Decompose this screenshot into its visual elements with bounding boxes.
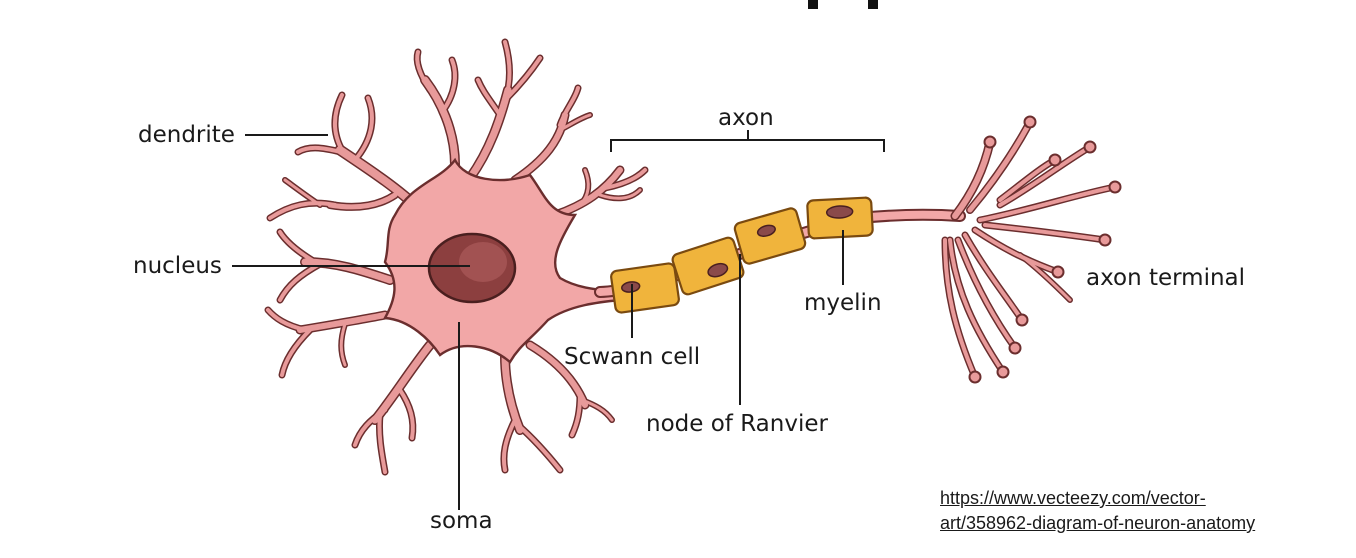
branch-fill [398,388,415,440]
branch-fill [963,233,1024,322]
axon-terminal-bulb [1051,265,1065,279]
branch-fill [998,158,1057,202]
branch-fill [552,167,623,218]
labels: dendrite nucleus soma axon Scwann cell n… [133,105,1245,534]
branch-fill [967,119,1033,213]
source-link[interactable]: https://www.vecteezy.com/vector- art/358… [940,486,1340,536]
branch-fill [578,168,590,207]
axon-terminal-bulb [983,135,997,149]
branch-fill [512,112,568,183]
myelin-sheaths [610,196,874,314]
branch-fill [501,351,524,434]
axon-terminal-bulb [1023,115,1037,129]
source-link-line2: art/358962-diagram-of-neuron-anatomy [940,513,1256,533]
source-link-line1: https://www.vecteezy.com/vector- [940,488,1206,508]
branch-fill [558,86,580,127]
branch-fill [440,58,457,114]
label-axon-terminal: axon terminal [1086,265,1245,291]
label-schwann-cell: Scwann cell [564,344,700,370]
branch-fill [978,185,1117,222]
label-node-of-ranvier: node of Ranvier [646,411,828,437]
branch-fill [943,238,977,379]
branch-fill [266,308,307,332]
axon-terminal-bulb [968,370,982,384]
branch-fill [580,398,614,422]
myelin-segment [610,262,680,314]
branch-fill [268,201,337,220]
branch-fill [952,139,993,219]
branch-fill [280,328,312,377]
branch-fill [1018,253,1072,302]
axon-terminal-bulb [1083,140,1097,154]
branch-fill [598,188,642,200]
branch-fill [516,423,562,472]
branch-fill [353,408,387,447]
label-nucleus: nucleus [133,253,222,279]
axon-terminal-branches [941,115,1122,384]
myelin-segment [806,196,874,240]
label-soma: soma [430,508,493,534]
branch-fill [983,223,1107,242]
axon-bracket [610,130,885,152]
top-cropped-shape [808,0,878,9]
leader-lines [232,130,885,510]
branch-fill [603,168,647,190]
label-axon: axon [718,105,774,131]
myelin-segment [733,207,807,265]
branch-fill [339,322,347,367]
axon-terminal-bulb [1098,233,1112,247]
branch-fill [377,413,387,474]
branch-fill [476,78,502,117]
axon-terminal-bulb [1008,341,1022,355]
branch-fill [353,96,374,162]
branch-fill [415,50,432,92]
nucleus [427,232,517,304]
axon-terminal-bulb [1108,180,1122,194]
branch-fill [956,238,1017,350]
branch-fill [570,393,582,437]
branch-fill [998,145,1092,207]
branch-fill [503,56,542,102]
branch-fill [558,113,592,132]
axon-terminal-bulb [1015,313,1029,327]
label-dendrite: dendrite [138,122,235,148]
branch-fill [283,178,322,207]
branch-fill [503,40,512,102]
myelin-segment [671,236,745,296]
axon-terminal-bulb [1048,153,1062,167]
branch-fill [501,418,517,472]
branch-fill [973,228,1060,274]
branch-fill [948,238,1005,374]
branch-fill [296,145,347,155]
axon-terminal-bulb [996,365,1010,379]
label-myelin: myelin [804,290,882,316]
branch-fill [278,230,317,264]
dendrites [264,38,649,476]
branch-fill [327,192,398,210]
branch-fill [371,341,434,424]
